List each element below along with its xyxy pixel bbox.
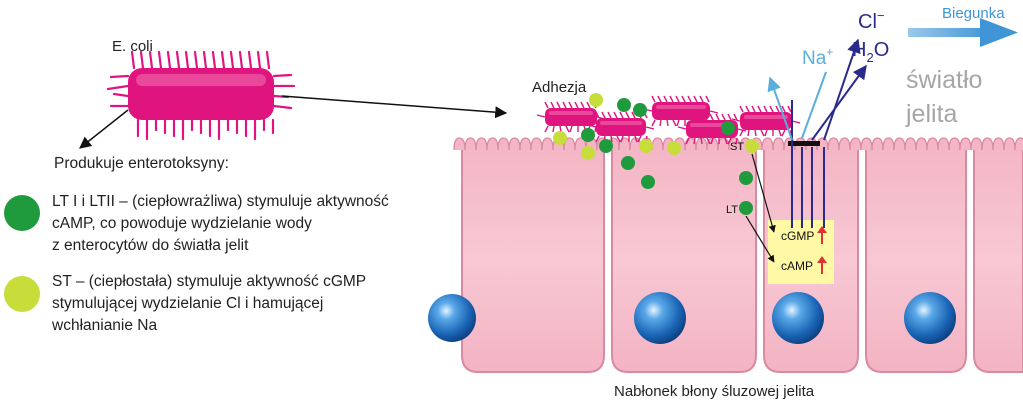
lt-toxin-dot <box>721 121 735 135</box>
epithelial-cell <box>973 147 1023 373</box>
sodium-absorption-arrows <box>767 71 827 141</box>
lt-toxin-dot <box>621 156 635 170</box>
lt-toxin-dot <box>641 175 655 189</box>
small-bacterium <box>587 111 655 143</box>
bacterium-to-surface-arrow <box>281 95 508 119</box>
adhered-bacteria <box>536 95 801 145</box>
st-toxin-dot <box>553 131 567 145</box>
chloride-efflux-arrow <box>823 38 861 141</box>
small-bacterium <box>731 105 801 137</box>
lt-legend-text: LT I i LTII – (ciepłowrażliwa) stymuluje… <box>52 191 389 257</box>
adhesion-label: Adhezja <box>532 79 587 96</box>
small-bacterium <box>643 95 719 127</box>
nucleus <box>772 292 824 344</box>
nucleus <box>428 294 476 342</box>
st-toxin-dot <box>745 139 759 153</box>
lt-toxin-dot <box>581 128 595 142</box>
diarrhea-direction-arrow <box>908 18 1018 47</box>
lumen-label-line1: światło <box>906 66 982 94</box>
lt-toxin-dot <box>599 139 613 153</box>
st-toxin-dot <box>639 139 653 153</box>
lt-label: LT <box>726 204 738 216</box>
lt-toxin-dot <box>633 103 647 117</box>
lt-toxin-dot <box>617 98 631 112</box>
st-to-cgmp-arrow <box>751 153 776 233</box>
lumen-label-line2: jelita <box>905 100 958 128</box>
small-bacterium <box>536 101 606 133</box>
membrane-channel <box>788 141 820 146</box>
epithelial-cell <box>461 147 605 373</box>
lt-legend-dot <box>4 195 40 231</box>
st-toxin-dot <box>589 93 603 107</box>
st-legend-line: ST – (ciepłostała) stymuluje aktywność c… <box>52 273 367 290</box>
toxin-molecules <box>553 93 759 215</box>
st-legend-text: ST – (ciepłostała) stymuluje aktywność c… <box>52 271 366 337</box>
diarrhea-label: Biegunka <box>942 5 1005 22</box>
st-legend-line: stymulującej wydzielanie Cl i hamującej <box>52 295 324 312</box>
water-efflux-arrow <box>811 64 867 141</box>
ecoli-label: E. coli <box>112 38 153 55</box>
lt-to-camp-arrow <box>745 215 775 263</box>
st-toxin-dot <box>581 146 595 160</box>
secretion-arrows <box>791 38 867 228</box>
nuclei <box>428 292 956 344</box>
nucleus <box>634 292 686 344</box>
lt-toxin-dot <box>739 171 753 185</box>
st-label: ST <box>730 141 744 153</box>
epithelium-label: Nabłonek błony śluzowej jelita <box>614 383 815 400</box>
increase-arrow-icon <box>817 226 827 274</box>
bacterium-to-toxins-arrow <box>79 109 129 149</box>
lt-legend-line: z enterocytów do światła jelit <box>52 237 249 254</box>
lt-legend-line: LT I i LTII – (ciepłowrażliwa) stymuluje… <box>52 193 389 210</box>
ecoli-bacterium <box>106 50 296 141</box>
lt-toxin-dot <box>739 201 753 215</box>
lt-legend-line: cAMP, co powoduje wydzielanie wody <box>52 215 312 232</box>
sodium-ion-label: Na+ <box>802 45 833 69</box>
st-legend-dot <box>4 276 40 312</box>
epithelial-cell <box>611 147 757 373</box>
cgmp-label: cGMP <box>781 229 814 243</box>
camp-label: cAMP <box>781 259 813 273</box>
toxin-production-label: Produkuje enterotoksyny: <box>54 155 229 172</box>
water-label: H2O <box>852 39 889 65</box>
st-legend-line: wchłanianie Na <box>52 317 158 334</box>
st-toxin-dot <box>667 141 681 155</box>
nucleus <box>904 292 956 344</box>
chloride-ion-label: Cl− <box>858 8 884 33</box>
